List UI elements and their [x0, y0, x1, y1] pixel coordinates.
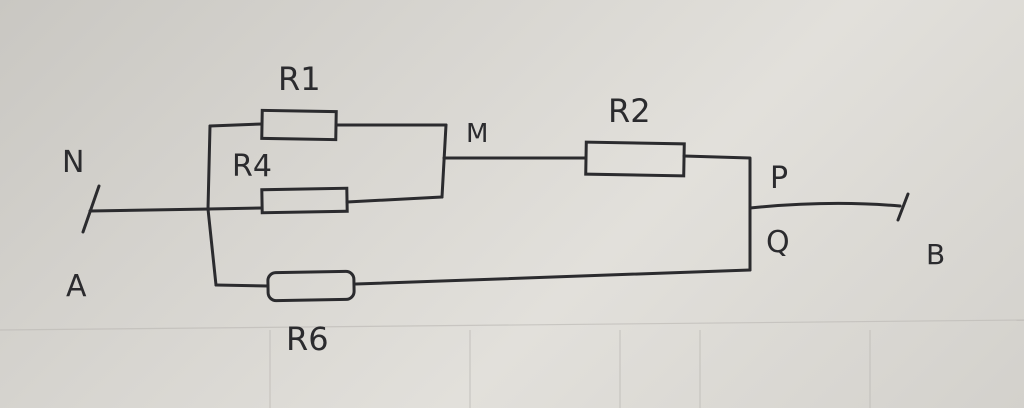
wire-r6-left: [214, 283, 270, 288]
node-label-q: Q: [766, 225, 790, 260]
wire-left-bus: [206, 124, 218, 287]
resistor-label-r1: R1: [278, 60, 321, 98]
wire-r4-right: [345, 195, 444, 204]
wires: [88, 122, 902, 288]
wire-r4-left: [206, 206, 264, 211]
paper-background-lines: [0, 319, 1024, 408]
wire-q-r6: [354, 268, 752, 286]
wire-r1-left: [208, 122, 264, 128]
terminals: [81, 184, 910, 234]
resistor-r2: [584, 140, 686, 178]
node-label-p: P: [770, 161, 788, 196]
wire-r2-p: [682, 154, 752, 272]
wire-terminal-a: [88, 207, 212, 213]
resistor-label-r4: R4: [232, 149, 272, 184]
resistor-label-r6: R6: [286, 320, 329, 358]
node-label-a: A: [66, 269, 87, 304]
resistor-label-r2: R2: [608, 92, 651, 130]
resistor-r4: [260, 186, 349, 215]
terminal-a-mark: [81, 184, 101, 234]
resistors: [260, 108, 686, 303]
labels: N A M P Q B R1 R4 R2 R6: [62, 60, 945, 358]
wire-m-vertical: [440, 123, 448, 199]
resistor-r1: [260, 108, 338, 142]
resistor-r6: [266, 269, 356, 303]
terminal-b-mark: [896, 192, 910, 222]
node-label-m: M: [466, 119, 488, 149]
wire-terminal-b: [748, 201, 902, 210]
node-label-n: N: [62, 145, 84, 180]
node-label-b: B: [926, 238, 945, 271]
